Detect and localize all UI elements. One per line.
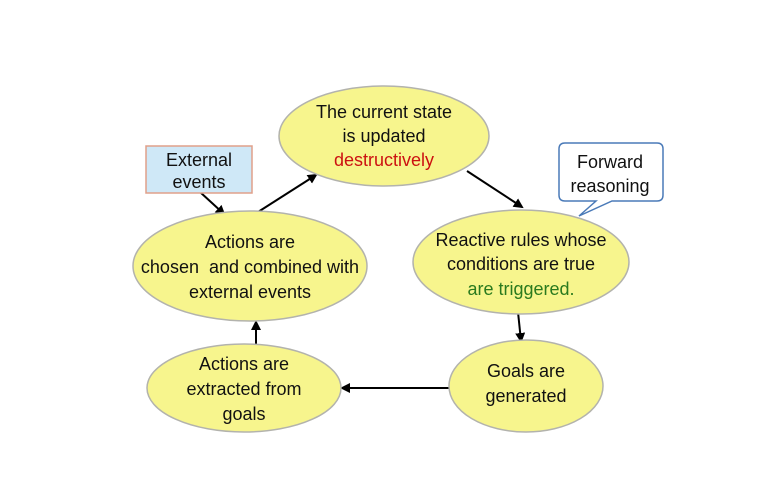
arrow-state-to-reactive	[466, 170, 524, 209]
node-current-state-shape	[278, 85, 490, 187]
node-actions-extracted-shape	[146, 343, 342, 433]
external-events-line1: External	[166, 150, 232, 170]
node-current-state-line2: is updated	[342, 126, 425, 146]
arrow-chosen-to-state	[257, 173, 318, 213]
node-actions-extracted: Actions are extracted from goals	[146, 343, 342, 433]
node-goals-generated-shape	[448, 339, 604, 433]
node-actions-chosen-line1: Actions are	[205, 232, 295, 252]
external-events-rect	[145, 145, 253, 194]
forward-reasoning-callout: Forward reasoning	[558, 142, 664, 217]
node-current-state-line1: The current state	[316, 102, 452, 122]
node-actions-chosen: Actions are chosen and combined with ext…	[132, 210, 368, 322]
node-actions-chosen-shape	[132, 210, 368, 322]
node-actions-chosen-line2: chosen and combined with	[141, 257, 359, 277]
node-reactive-rules-shape	[412, 209, 630, 315]
forward-reasoning-line2: reasoning	[570, 176, 649, 196]
node-reactive-rules: Reactive rules whose conditions are true…	[412, 209, 630, 315]
node-actions-chosen-line3: external events	[189, 282, 311, 302]
arrow-reactive-to-goals	[515, 311, 526, 343]
node-actions-extracted-line3: goals	[222, 404, 265, 424]
arrow-external-to-chosen	[199, 191, 226, 216]
node-current-state: The current state is updated destructive…	[278, 85, 490, 187]
node-actions-extracted-line2: extracted from	[186, 379, 301, 399]
external-events-box: External events	[145, 145, 253, 194]
callout-bubble	[558, 142, 664, 217]
node-goals-generated: Goals are generated	[448, 339, 604, 433]
node-goals-generated-line1: Goals are	[487, 361, 565, 381]
node-actions-extracted-line1: Actions are	[199, 354, 289, 374]
node-reactive-rules-line1: Reactive rules whose	[435, 230, 606, 250]
node-reactive-rules-line2: conditions are true	[447, 254, 595, 274]
forward-reasoning-line1: Forward	[577, 152, 643, 172]
node-reactive-rules-line3: are triggered.	[467, 279, 574, 299]
node-goals-generated-line2: generated	[485, 386, 566, 406]
external-events-line2: events	[172, 172, 225, 192]
node-current-state-line3: destructively	[334, 150, 434, 170]
